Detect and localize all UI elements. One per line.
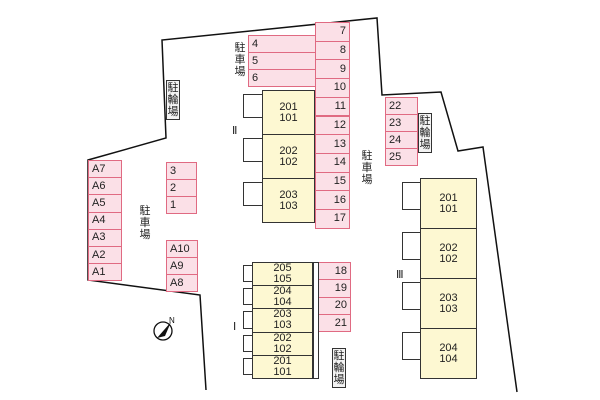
parking-slot[interactable]: 1: [166, 196, 197, 214]
parking-slot[interactable]: 14: [315, 152, 350, 173]
bicycle-parking-label: 駐輪場: [418, 113, 432, 153]
parking-slot[interactable]: 11: [315, 96, 350, 117]
balcony: [243, 265, 252, 283]
building-label-I: Ⅰ: [233, 321, 237, 333]
parking-slot[interactable]: 17: [315, 209, 350, 229]
north-arrow-icon: N: [153, 316, 175, 341]
parking-slot[interactable]: A6: [88, 177, 122, 196]
parking-slot[interactable]: 20: [318, 296, 351, 315]
parking-slot[interactable]: 12: [315, 115, 350, 136]
unit-number: 202: [279, 144, 298, 157]
car-parking-label: 駐車場: [234, 42, 246, 78]
parking-slot[interactable]: A7: [88, 160, 122, 179]
parking-slot[interactable]: 15: [315, 171, 350, 192]
unit-number: 204: [273, 285, 292, 298]
parking-slot[interactable]: A8: [166, 274, 198, 292]
bicycle-parking-label: 駐輪場: [166, 80, 180, 120]
parking-slot[interactable]: A3: [88, 228, 122, 247]
unit-number: 105: [273, 273, 292, 286]
parking-slot[interactable]: 2: [166, 179, 197, 197]
car-parking-label: 駐車場: [139, 205, 151, 241]
balcony: [402, 332, 420, 360]
svg-text:N: N: [169, 316, 175, 325]
balcony: [243, 357, 252, 375]
parking-slot[interactable]: A5: [88, 194, 122, 213]
unit-number: 101: [439, 202, 458, 215]
balcony: [402, 232, 420, 260]
parking-slot[interactable]: 4: [248, 35, 316, 53]
unit-number: 103: [439, 302, 458, 315]
storage-strip: [313, 262, 319, 379]
parking-slot[interactable]: A4: [88, 211, 122, 230]
unit-number: 103: [279, 199, 298, 212]
parking-slot[interactable]: A1: [88, 263, 122, 282]
balcony: [243, 94, 262, 119]
parking-slot[interactable]: 24: [385, 131, 418, 149]
parking-slot[interactable]: 3: [166, 162, 197, 180]
balcony: [243, 138, 262, 163]
parking-slot[interactable]: 10: [315, 78, 350, 98]
parking-slot[interactable]: A2: [88, 246, 122, 265]
balcony: [243, 311, 252, 329]
unit-number: 202: [439, 241, 458, 254]
parking-slot[interactable]: 8: [315, 40, 350, 61]
parking-slot[interactable]: A10: [166, 240, 198, 258]
unit-number: 203: [273, 308, 292, 321]
unit-number: 201: [439, 191, 458, 204]
unit-number: 201: [273, 354, 292, 367]
unit-number: 102: [273, 342, 292, 355]
unit-number: 102: [279, 155, 298, 168]
unit-number: 202: [273, 331, 292, 344]
unit-number: 205: [273, 262, 292, 275]
bicycle-parking-label: 駐輪場: [332, 348, 346, 388]
parking-slot[interactable]: 19: [318, 279, 351, 298]
balcony: [243, 182, 262, 207]
parking-slot[interactable]: 6: [248, 69, 316, 87]
unit-number: 201: [279, 100, 298, 113]
building-label-II: Ⅱ: [232, 125, 238, 137]
unit-number: 104: [439, 352, 458, 365]
balcony: [243, 334, 252, 352]
unit-number: 103: [273, 319, 292, 332]
unit-number: 203: [279, 188, 298, 201]
unit-number: 101: [279, 111, 298, 124]
balcony: [402, 282, 420, 310]
unit-number: 102: [439, 252, 458, 265]
parking-slot[interactable]: 9: [315, 59, 350, 80]
parking-slot[interactable]: 13: [315, 134, 350, 154]
building-label-III: Ⅲ: [396, 269, 404, 281]
unit-number: 203: [439, 291, 458, 304]
parking-slot[interactable]: 23: [385, 114, 418, 132]
unit-number: 101: [273, 365, 292, 378]
parking-slot[interactable]: 16: [315, 190, 350, 210]
parking-slot[interactable]: 5: [248, 52, 316, 70]
parking-slot[interactable]: 22: [385, 97, 418, 115]
balcony: [402, 182, 420, 210]
unit-number: 104: [273, 296, 292, 309]
unit-number: 204: [439, 341, 458, 354]
car-parking-label: 駐車場: [361, 150, 373, 186]
parking-slot[interactable]: 18: [318, 262, 351, 281]
parking-slot[interactable]: 7: [315, 22, 350, 42]
parking-slot[interactable]: A9: [166, 257, 198, 275]
parking-slot[interactable]: 25: [385, 148, 418, 166]
parking-slot[interactable]: 21: [318, 313, 351, 333]
balcony: [243, 288, 252, 306]
